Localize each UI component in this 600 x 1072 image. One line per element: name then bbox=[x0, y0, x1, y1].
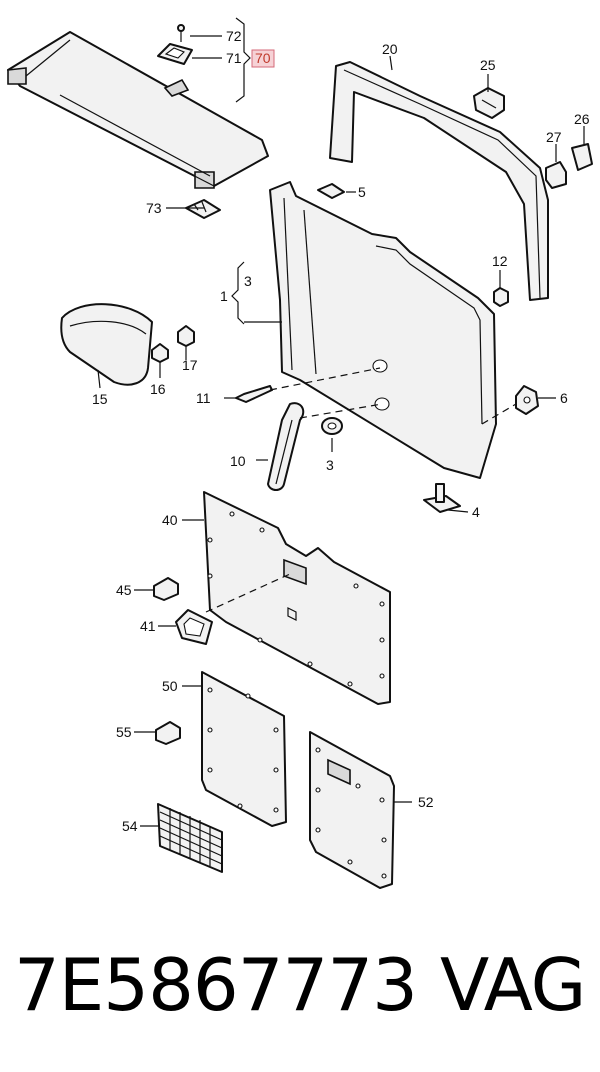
net-54 bbox=[157, 803, 223, 873]
dash-line bbox=[481, 403, 517, 425]
clip-25 bbox=[473, 87, 505, 119]
part-number: 7E5867773 bbox=[14, 943, 418, 1027]
callout-52: 52 bbox=[418, 794, 434, 810]
callout-5: 5 bbox=[358, 184, 366, 200]
callout-71: 71 bbox=[226, 50, 242, 66]
brand-name: VAG bbox=[440, 943, 586, 1027]
callout-40: 40 bbox=[162, 512, 178, 528]
pull-handle-4 bbox=[423, 483, 461, 513]
clip-16 bbox=[151, 343, 169, 363]
trim-panel-50 bbox=[201, 671, 287, 827]
dash-line bbox=[205, 573, 291, 613]
callout-55: 55 bbox=[116, 724, 132, 740]
callout-20: 20 bbox=[382, 41, 398, 57]
callout-25: 25 bbox=[480, 57, 496, 73]
clip-45 bbox=[153, 577, 179, 601]
callout-54: 54 bbox=[122, 818, 138, 834]
pull-strap bbox=[267, 402, 305, 491]
callout-41: 41 bbox=[140, 618, 156, 634]
callout-16: 16 bbox=[150, 381, 166, 397]
callout-3-lower: 3 bbox=[326, 457, 334, 473]
luggage-cover bbox=[7, 31, 269, 189]
screw-11 bbox=[235, 385, 273, 403]
screw-72 bbox=[177, 24, 185, 42]
callout-1: 1 bbox=[220, 288, 228, 304]
callout-70: 70 bbox=[255, 50, 271, 66]
clip-5 bbox=[317, 183, 345, 199]
callout-11: 11 bbox=[196, 390, 211, 406]
dash-line bbox=[299, 403, 383, 419]
clip-55 bbox=[155, 721, 181, 745]
callout-72: 72 bbox=[226, 28, 242, 44]
callout-12: 12 bbox=[492, 253, 508, 269]
callout-10: 10 bbox=[230, 453, 246, 469]
callout-50: 50 bbox=[162, 678, 178, 694]
bracket-73 bbox=[185, 199, 221, 219]
clip-12 bbox=[493, 287, 509, 307]
cushion-15 bbox=[60, 303, 153, 386]
callout-3-upper: 3 bbox=[244, 273, 252, 289]
grommet-3 bbox=[321, 417, 343, 435]
highlight-box bbox=[251, 49, 275, 68]
dash-line bbox=[269, 367, 381, 391]
clip-26 bbox=[571, 143, 593, 171]
trim-panel-40 bbox=[203, 491, 391, 705]
trim-panel-52 bbox=[309, 731, 395, 889]
upper-trim-frame bbox=[329, 61, 549, 301]
callout-labels: 70 72 71 73 20 25 26 27 5 12 3 1 6 17 16… bbox=[92, 28, 590, 834]
callout-6: 6 bbox=[560, 390, 568, 406]
footer: 7E5867773 VAG bbox=[0, 930, 600, 1040]
callout-4: 4 bbox=[472, 504, 480, 520]
clip-17 bbox=[177, 325, 195, 347]
callout-45: 45 bbox=[116, 582, 132, 598]
callout-27: 27 bbox=[546, 129, 562, 145]
clip-27 bbox=[545, 161, 567, 189]
clip-71 bbox=[157, 43, 193, 65]
tailgate-trim-panel bbox=[269, 181, 497, 479]
leader-lines bbox=[97, 17, 585, 827]
callout-15: 15 bbox=[92, 391, 108, 407]
parts-diagram: 70 72 71 73 20 25 26 27 5 12 3 1 6 17 16… bbox=[7, 17, 593, 889]
clip-6 bbox=[515, 385, 539, 415]
callout-73: 73 bbox=[146, 200, 162, 216]
callout-17: 17 bbox=[182, 357, 198, 373]
handle-41 bbox=[175, 609, 213, 645]
callout-26: 26 bbox=[574, 111, 590, 127]
